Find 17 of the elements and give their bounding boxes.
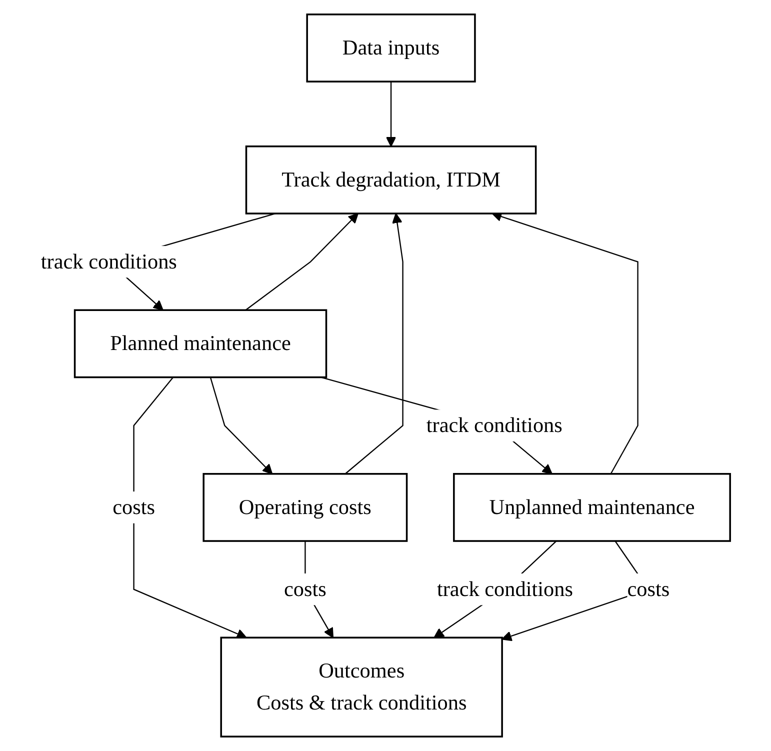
edge-label: track conditions xyxy=(426,413,562,437)
node-box: Track degradation, ITDM xyxy=(245,145,537,214)
arrow xyxy=(245,213,358,311)
node-box: Unplanned maintenance xyxy=(453,472,731,542)
arrow xyxy=(386,82,396,147)
edge-label: costs xyxy=(284,576,326,601)
edge-label: costs xyxy=(627,576,670,601)
node-box: Planned maintenance xyxy=(74,309,328,378)
edge-label: track conditions xyxy=(436,576,574,601)
node-box: Outcomes Costs & track conditions xyxy=(220,636,503,738)
edge-label: costs xyxy=(112,495,156,519)
arrow xyxy=(344,213,404,474)
node-box: Operating costs xyxy=(202,472,408,542)
node-box: Data inputs xyxy=(306,14,476,82)
edge-label: track conditions xyxy=(40,249,177,274)
arrow xyxy=(133,376,247,639)
arrow xyxy=(210,377,273,474)
